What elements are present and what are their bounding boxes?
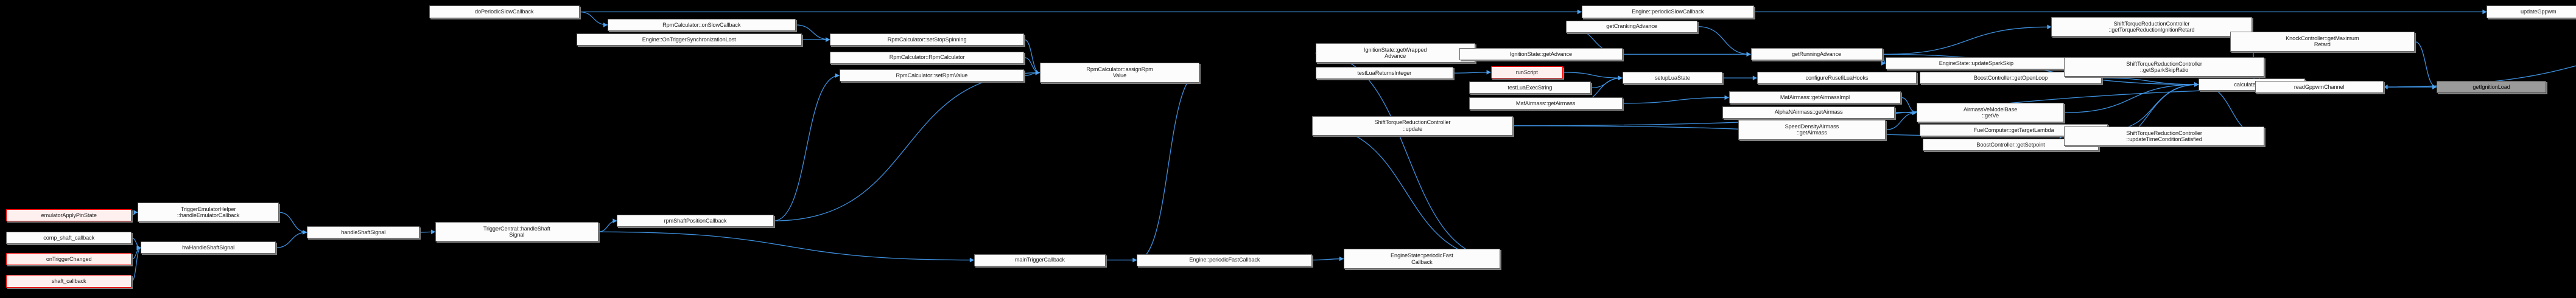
graph-node[interactable]: FuelComputer::getTargetLambda — [1920, 124, 2108, 137]
graph-node[interactable]: mainTriggerCallback — [974, 254, 1106, 266]
graph-node[interactable]: TriggerCentral::handleShaft Signal — [435, 222, 598, 242]
graph-node[interactable]: RpmCalculator::onSlowCallback — [607, 18, 796, 31]
graph-node[interactable]: setupLuaState — [1622, 72, 1723, 85]
graph-node[interactable]: AirmassVeModelBase ::getVe — [1917, 103, 2064, 123]
graph-node[interactable]: shaft_callback — [6, 275, 132, 288]
graph-node[interactable]: MafAirmass::getAirmassImpl — [1728, 91, 1901, 104]
graph-node[interactable]: MafAirmass::getAirmass — [1469, 97, 1623, 109]
graph-node[interactable]: EngineState::periodicFast Callback — [1343, 249, 1500, 269]
graph-node[interactable]: IgnitionState::getAdvance — [1459, 48, 1623, 61]
graph-node[interactable]: SpeedDensityAirmass ::getAirmass — [1738, 120, 1886, 140]
graph-node[interactable]: getIgnitionLoad — [2437, 80, 2547, 94]
graph-node[interactable]: rpmShaftPositionCallback — [617, 215, 774, 227]
graph-node[interactable]: configureRusefiLuaHooks — [1757, 72, 1917, 85]
graph-node[interactable]: EngineState::updateSparkSkip — [1885, 57, 2068, 70]
graph-node[interactable]: RpmCalculator::setStopSpinning — [830, 33, 1025, 46]
graph-node[interactable]: Engine::periodicSlowCallback — [1581, 5, 1754, 18]
graph-node[interactable]: ShiftTorqueReductionController ::update — [1312, 116, 1513, 136]
graph-node[interactable]: getRunningAdvance — [1750, 48, 1883, 61]
graph-node[interactable]: ShiftTorqueReductionController ::getTorq… — [2051, 17, 2252, 37]
graph-node[interactable]: KnockController::getMaximum Retard — [2230, 32, 2415, 52]
graph-node[interactable]: Engine::periodicFastCallback — [1137, 254, 1313, 266]
graph-node[interactable]: handleShaftSignal — [307, 226, 420, 238]
graph-node[interactable]: readGppwmChannel — [2255, 80, 2384, 94]
graph-node[interactable]: ShiftTorqueReductionController ::getSpar… — [2063, 57, 2265, 77]
graph-node[interactable]: RpmCalculator::assignRpm Value — [1039, 63, 1200, 83]
graph-node[interactable]: getCrankingAdvance — [1566, 20, 1698, 33]
graph-node[interactable]: testLuaExecString — [1469, 81, 1592, 94]
graph-node[interactable]: testLuaReturnsInteger — [1315, 67, 1453, 80]
graph-node[interactable]: emulatorApplyPinState — [6, 209, 132, 221]
graph-node[interactable]: BoostController::getOpenLoop — [1920, 72, 2102, 85]
graph-node[interactable]: hwHandleShaftSignal — [141, 241, 276, 254]
graph-node[interactable]: Engine::OnTriggerSynchronizationLost — [576, 33, 802, 46]
graph-node[interactable]: AlphaNAirmass::getAirmass — [1722, 106, 1895, 119]
graph-node[interactable]: runScript — [1490, 66, 1563, 78]
graph-node[interactable]: RpmCalculator::setRpmValue — [839, 69, 1025, 82]
graph-node[interactable]: doPeriodicSlowCallback — [429, 5, 580, 18]
graph-node[interactable]: onTriggerChanged — [6, 253, 132, 266]
graph-node[interactable]: comp_shaft_callback — [6, 232, 132, 244]
graph-node[interactable]: TriggerEmulatorHelper ::handleEmulatorCa… — [138, 202, 279, 223]
graph-node[interactable]: ShiftTorqueReductionController ::updateT… — [2063, 126, 2265, 147]
graph-node[interactable]: RpmCalculator::RpmCalculator — [830, 51, 1025, 64]
graph-node[interactable]: updateGppwm — [2487, 5, 2576, 18]
graph-node[interactable]: IgnitionState::getWrapped Advance — [1315, 43, 1475, 63]
